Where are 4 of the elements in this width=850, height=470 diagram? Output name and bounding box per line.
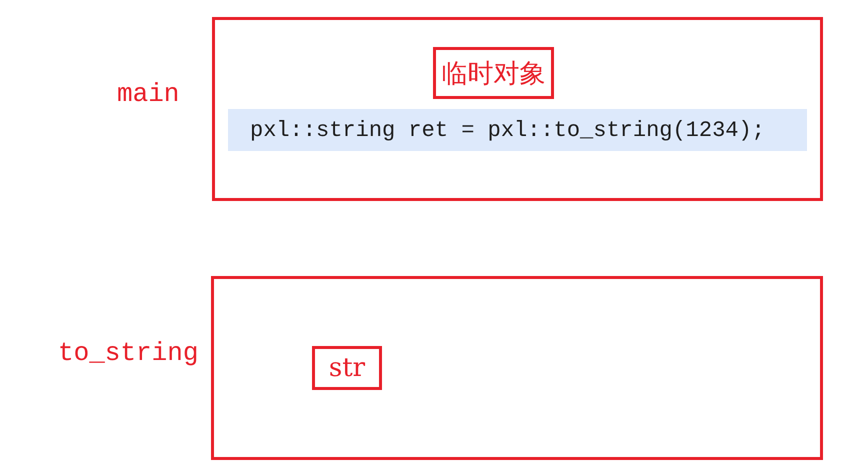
label-box: str — [312, 346, 382, 390]
function-name: to_string — [58, 338, 198, 368]
label-box: 临时对象 — [433, 47, 554, 99]
function-name: main — [117, 79, 180, 109]
